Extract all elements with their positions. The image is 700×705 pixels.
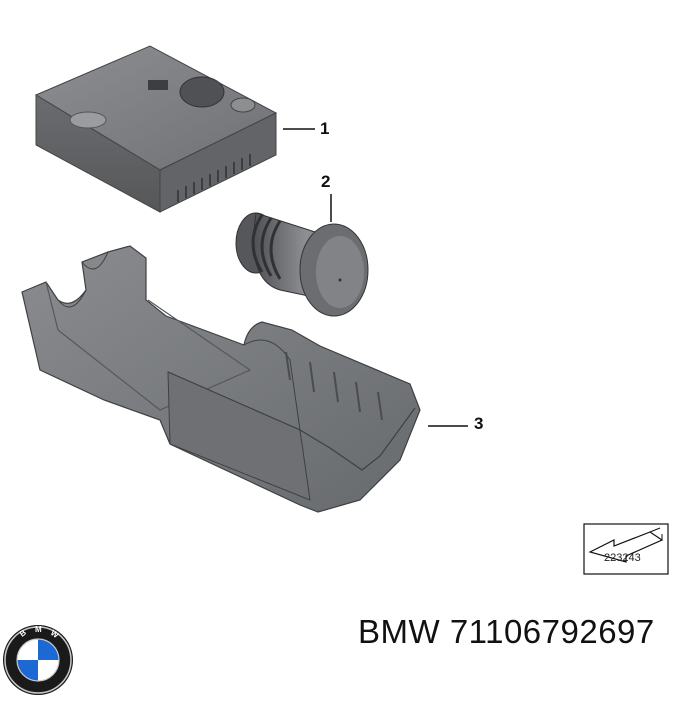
callout-1: 1	[320, 119, 330, 138]
svg-text:B: B	[18, 628, 28, 639]
callout-3: 3	[474, 414, 484, 433]
reference-number: 223243	[604, 552, 641, 564]
part-3-holder-tray	[21, 245, 468, 513]
arrow-icon	[588, 531, 664, 563]
part-1-compressor-box	[34, 45, 315, 213]
part-2-cap	[235, 194, 369, 317]
callout-2: 2	[321, 172, 331, 191]
svg-text:W: W	[49, 628, 61, 640]
footer-part-label: BMW 71106792697	[358, 613, 655, 651]
part-number: 71106792697	[449, 613, 655, 650]
reference-orientation-box	[583, 523, 669, 575]
brand-name: BMW	[358, 613, 441, 650]
bmw-roundel-logo: B M W	[3, 625, 73, 695]
svg-text:M: M	[35, 625, 42, 634]
